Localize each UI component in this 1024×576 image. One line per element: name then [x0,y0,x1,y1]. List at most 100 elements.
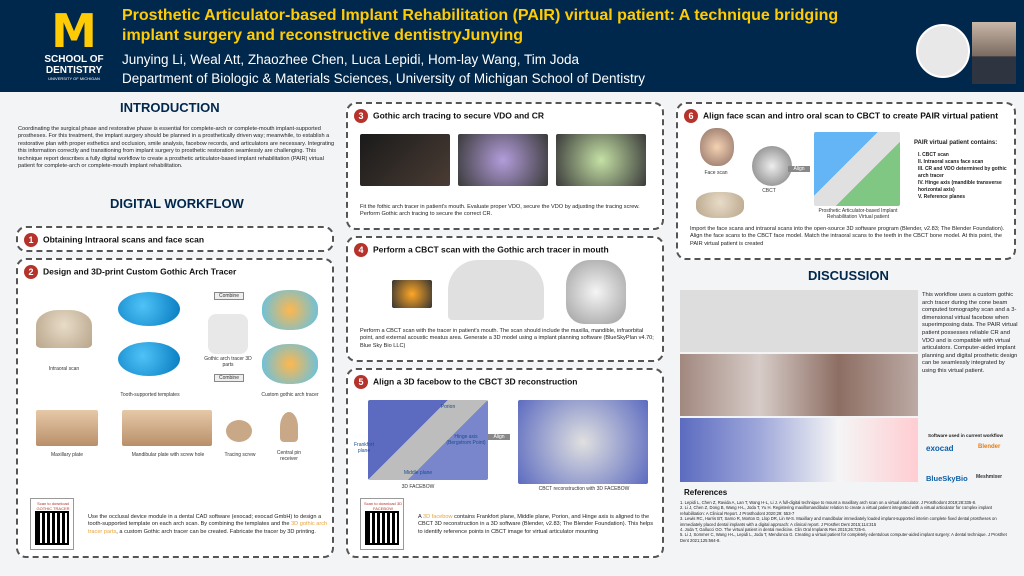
step5-card: 5 Align a 3D facebow to the CBCT 3D recon… [346,368,664,558]
tracing-photo-2 [458,134,548,186]
recon-label: CBCT reconstruction with 3D FACEBOW [538,486,630,492]
department: Department of Biologic & Materials Scien… [122,71,645,86]
facebow-3d-image [368,400,488,480]
step4-heading: 4 Perform a CBCT scan with the Gothic arc… [354,243,609,257]
step3-text: Fit the fothic arch tracer in patient's … [360,204,640,218]
reference-item: 3. Lewis RC, Harris BT, Sarno R, Morton … [680,516,997,527]
discussion-title: DISCUSSION [808,268,889,283]
step3-number: 3 [354,109,368,123]
step5-text-b: contains Frankfort plane, Middle plane, … [418,514,654,535]
intraoral-scan-image [36,310,92,348]
step5-number: 5 [354,375,368,389]
frankfort-label: Frankfort plane [353,442,374,454]
references-list: 1. Lepidi L, Chen Z, Ravida A, Lan T, Wa… [680,500,1015,543]
step3-heading: 3 Gothic arch tracing to secure VDO and C… [354,109,544,123]
middle-plane-label: Middle plane [403,470,433,476]
step2-number: 2 [24,265,38,279]
pair-contains-list: I. CBCT scan II. Intraoral scans face sc… [918,152,1014,201]
pin-label: Central pin receiver [276,450,302,462]
pair-item: III. CR and VDO determined by gothic arc… [918,166,1007,179]
blender-logo: Blender [978,444,1001,450]
step1-title: Obtaining Intraoral scans and face scan [43,234,205,245]
meshmixer-logo: Meshmixer [976,474,1003,480]
step2-qr-label: Scan to download GOTHIC TRACER [36,501,70,511]
header-banner: M SCHOOL OF DENTISTRY UNIVERSITY OF MICH… [0,0,1024,92]
maxillary-label: Maxillary plate [51,452,83,458]
cbct-facebow-image [518,400,648,484]
step1-card: 1 Obtaining Intraoral scans and face scan [16,226,334,252]
pair-item: II. Intraoral scans face scan [918,159,984,165]
reference-item: 1. Lepidi L, Chen Z, Ravida A, Lan T, Wa… [680,500,977,505]
author-list: Junying Li, Weal Att, Zhaozhee Chen, Luc… [122,52,579,67]
reference-item: 5. Li J, Sommer C, Wang H-L, Lepidi L, J… [680,532,1007,543]
step5-qr-code[interactable] [365,511,399,545]
step5-qr-label: Scan to download 3D FACEBOW [363,501,403,511]
step5-text-highlight: 3D facebow [422,514,453,520]
cbct-image [752,146,792,186]
pair-item: I. CBCT scan [918,152,949,158]
facebow-label: 3D FACEBOW [401,484,435,490]
pair-contains-title: PAIR virtual patient contains: [914,140,998,146]
custom-tracer-upper-image [262,290,318,330]
tooth-templates-label: Tooth-supported templates [120,392,180,398]
pair-item: V. Reference planes [918,194,966,200]
mandibular-label: Mandibular plate with screw hole [131,452,205,458]
intraoral-label: Intraoral scan [48,366,80,372]
step2-text-highlight: 3D gothic arch tracer parts [88,521,328,535]
step6-number: 6 [684,109,698,123]
align-arrow: Align [488,434,510,440]
central-pin-image [280,412,298,442]
step5-text-a: A [418,514,423,520]
university-logo: M SCHOOL OF DENTISTRY UNIVERSITY OF MICH… [36,8,112,88]
step6-text: Import the face scans and intraoral scan… [690,226,1005,247]
skull-model-image [566,260,626,324]
tracing-screw-image [226,420,252,442]
custom-tracer-lower-image [262,344,318,384]
step2-qr-box[interactable]: Scan to download GOTHIC TRACER [30,498,74,550]
face-scan-image [700,128,734,166]
step5-heading: 5 Align a 3D facebow to the CBCT 3D recon… [354,375,578,389]
logo-line1: SCHOOL OF [44,54,104,65]
software-title: Software used in current workflow [928,433,1004,438]
step4-card: 4 Perform a CBCT scan with the Gothic arc… [346,236,664,362]
combine-label-1: Combine [214,292,244,300]
discussion-photos-bottom [680,418,918,482]
maxillary-plate-image [36,410,98,446]
custom-tracer-label: Custom gothic arch tracer [261,392,319,398]
poster-title: Prosthetic Articulator-based Implant Reh… [122,7,839,44]
step4-number: 4 [354,243,368,257]
face-scan-label: Face scan [704,170,728,176]
step5-qr-box[interactable]: Scan to download 3D FACEBOW [360,498,404,550]
porion-label: Porion [440,404,456,410]
logo-letter: M [51,4,97,58]
tracer-3d-image [392,280,432,308]
cbct-label: CBCT [762,188,776,194]
tracer-parts-image [208,314,248,354]
logo-line2: DENTISTRY [45,65,103,76]
hinge-label: Hinge axis (Bergstrom Point) [446,434,486,446]
screw-label: Tracing screw [224,452,256,458]
blueskybio-logo: BlueSkyBio [926,474,968,483]
pair-virtual-patient-image [814,132,900,206]
logo-line3: UNIVERSITY OF MICHIGAN [48,76,100,81]
discussion-photos-top [680,290,918,352]
lower-template-image [118,342,180,376]
discussion-text: This workflow uses a custom gothic arch … [922,292,1018,374]
step1-number: 1 [24,233,38,247]
reference-item: 4. Joda T, Gallucci GO. The virtual pati… [680,527,866,533]
tracer-parts-label: Gothic arch tracer 3D parts [204,356,252,368]
cbct-machine-image [448,260,544,320]
author-photo [972,22,1016,84]
step3-title: Gothic arch tracing to secure VDO and CR [373,110,544,121]
step4-text: Perform a CBCT scan with the tracer in p… [360,328,654,349]
step5-title: Align a 3D facebow to the CBCT 3D recons… [373,376,578,387]
workflow-title: DIGITAL WORKFLOW [110,196,244,211]
step6-title: Align face scan and intro oral scan to C… [703,110,999,121]
step6-card: 6 Align face scan and intro oral scan to … [676,102,1016,260]
step4-title: Perform a CBCT scan with the Gothic arch… [373,244,609,255]
combine-label-2: Combine [214,374,244,382]
step2-text: Use the occlusal device module in a dent… [88,514,328,536]
step2-qr-code[interactable] [35,511,69,545]
